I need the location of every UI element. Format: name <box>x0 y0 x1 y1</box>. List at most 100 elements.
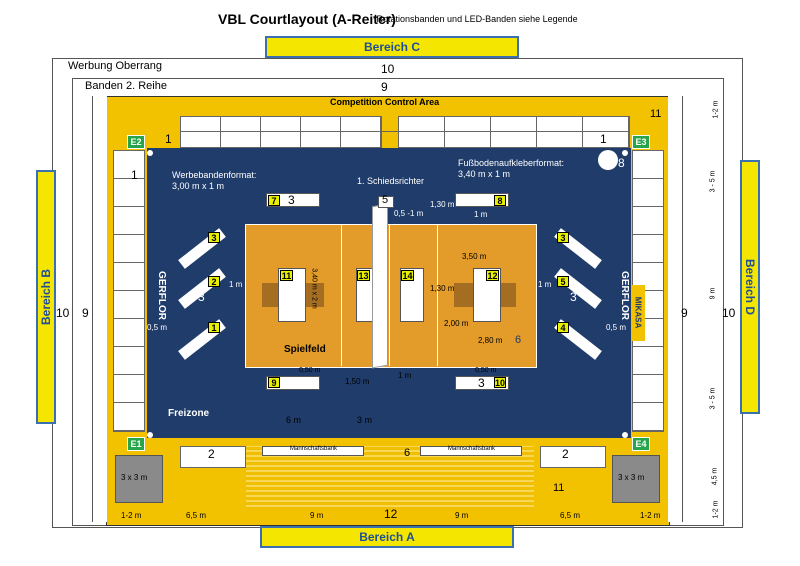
board-7-number: 3 <box>288 193 295 207</box>
dim-6m: 6 m <box>286 415 302 425</box>
freizone-8: 8 <box>618 156 625 170</box>
bottom-right-2: 2 <box>562 447 569 461</box>
box-3x3-left-label: 3 x 3 m <box>121 473 148 482</box>
box-right-4: 4 <box>557 322 569 333</box>
bench-right <box>420 446 522 456</box>
top-right-1: 1 <box>600 132 607 146</box>
referee-stand-number: 5 <box>382 194 389 206</box>
top-mid-divider <box>180 131 628 132</box>
fussboden-format-label: Fußbodenaufkleberformat: <box>458 158 565 168</box>
bottom-12: 12 <box>384 507 398 521</box>
bench-right-label: Mannschaftsbank <box>448 446 496 452</box>
ring-9-left: 9 <box>82 306 89 320</box>
e2-box: E2 <box>127 135 145 149</box>
e3-box: E3 <box>632 135 650 149</box>
dim-right-9m: 9 m <box>709 287 717 300</box>
freizone-label: Freizone <box>168 408 210 419</box>
bottom-right-board-row <box>540 446 606 468</box>
dim-right-1-2m-bottom: 1-2 m <box>712 500 720 519</box>
mikasa-panel <box>631 285 645 341</box>
left-zone-3: 3 <box>198 290 205 304</box>
box-left-2: 2 <box>208 276 220 287</box>
competition-control-label: Competition Control Area <box>330 97 440 107</box>
corner-dot-bl <box>147 432 153 438</box>
box-14: 14 <box>401 270 414 281</box>
dim-0-5-1m: 0,5 -1 m <box>394 209 424 218</box>
ring-11-top-right: 11 <box>650 108 662 120</box>
right-ring-9-column <box>668 96 683 522</box>
dim-bottom-9m-left: 9 m <box>310 511 324 520</box>
dim-1-30m: 1,30 m <box>430 200 455 209</box>
court-number-6: 6 <box>515 334 522 346</box>
dim-2-00m: 2,00 m <box>444 319 469 328</box>
dim-right-3-5m-top: 3 - 5 m <box>709 170 717 193</box>
top-left-board-row <box>180 116 382 148</box>
box-left-3: 3 <box>208 232 220 243</box>
ring-10-right: 10 <box>722 306 736 320</box>
box-3x3-right <box>612 455 660 503</box>
bottom-left-2: 2 <box>208 447 215 461</box>
bench-left-label: Mannschaftsbank <box>290 446 338 452</box>
dim-bottom-9m-right: 9 m <box>455 511 469 520</box>
bench-number-6: 6 <box>404 447 411 459</box>
corner-dot-tl <box>147 150 153 156</box>
dim-0-5m-left: 0,5 m <box>147 323 168 332</box>
werbebanden-format-size: 3,00 m x 1 m <box>172 181 225 191</box>
dim-1-50m: 1,50 m <box>345 377 370 386</box>
box-9: 9 <box>268 377 280 388</box>
e1-box: E1 <box>127 437 145 451</box>
corner-dot-tr <box>622 150 628 156</box>
sticker-11-size: 3,40 m x 2 m <box>310 268 318 309</box>
e4-box: E4 <box>632 437 650 451</box>
box-right-6: 3 <box>557 232 569 243</box>
box-3x3-right-label: 3 x 3 m <box>618 473 645 482</box>
dim-0-50m-right: 0,50 m <box>475 367 497 374</box>
court-center-line <box>389 224 390 366</box>
box-7: 7 <box>268 195 280 206</box>
bench-area-hatched <box>246 446 534 510</box>
dim-0-50m-left: 0,50 m <box>299 367 321 374</box>
dim-2-80m: 2,80 m <box>478 336 503 345</box>
dim-bottom-6-5m-left: 6,5 m <box>186 511 207 520</box>
gerflor-right: GERFLOR <box>618 271 630 320</box>
bottom-11: 11 <box>553 482 565 494</box>
court-attack-line-left <box>341 224 342 366</box>
box-3x3-left <box>115 455 163 503</box>
left-ring-9-column <box>92 96 107 522</box>
right-zone-3: 3 <box>570 290 577 304</box>
mikasa-label: MIKASA <box>633 296 643 329</box>
top-left-1: 1 <box>165 132 172 146</box>
ring-10-top: 10 <box>381 62 395 76</box>
dim-1m-bottom: 1 m <box>398 371 412 380</box>
box-11: 11 <box>280 270 293 281</box>
bereich-c: Bereich C <box>265 36 519 58</box>
ring-9-top: 9 <box>381 80 388 94</box>
dim-3-50m: 3,50 m <box>462 252 487 261</box>
bereich-a: Bereich A <box>260 526 514 548</box>
werbebanden-format-label: Werbebandenformat: <box>172 170 257 180</box>
box-right-5: 5 <box>557 276 569 287</box>
dim-right-4-5m: 4,5 m <box>711 467 719 486</box>
dim-1m-left: 1 m <box>229 280 243 289</box>
box-8: 8 <box>494 195 506 206</box>
corner-dot-br <box>622 432 628 438</box>
dim-bottom-1-2m-right: 1-2 m <box>640 511 661 520</box>
fussboden-format-size: 3,40 m x 1 m <box>458 169 511 179</box>
right-board-column <box>632 150 664 432</box>
court-attack-line-right <box>437 224 438 366</box>
reserved-sponsor-logo <box>598 150 618 170</box>
box-10: 10 <box>494 377 506 388</box>
bereich-b: Bereich B <box>36 170 56 424</box>
top-right-board-row <box>398 116 630 148</box>
page-title: VBL Courtlayout (A-Reiter) <box>218 11 396 27</box>
bottom-left-board-row <box>180 446 246 468</box>
box-left-1: 1 <box>208 322 220 333</box>
werbung-oberrang-label: Werbung Oberrang <box>68 60 162 72</box>
net-post-banner <box>372 203 388 369</box>
spielfeld-label: Spielfeld <box>284 344 326 355</box>
gerflor-left: GERFLOR <box>155 271 167 320</box>
board-10-number: 3 <box>478 376 485 390</box>
page-subtitle: *Rotationsbanden und LED-Banden siehe Le… <box>373 14 578 24</box>
box-12: 12 <box>486 270 499 281</box>
schiedsrichter-label: 1. Schiedsrichter <box>357 176 425 186</box>
